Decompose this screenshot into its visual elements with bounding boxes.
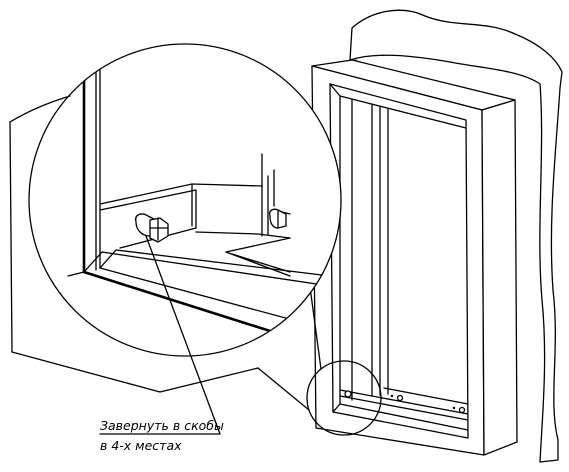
magnifier-tangent-lower [257, 367, 310, 411]
detail-circle-small [306, 360, 382, 436]
caption-line1: Завернуть в скобы [100, 418, 224, 433]
detail-magnified [9, 43, 342, 393]
frame-box [311, 59, 518, 456]
caption-line2: в 4-х местах [100, 438, 182, 453]
